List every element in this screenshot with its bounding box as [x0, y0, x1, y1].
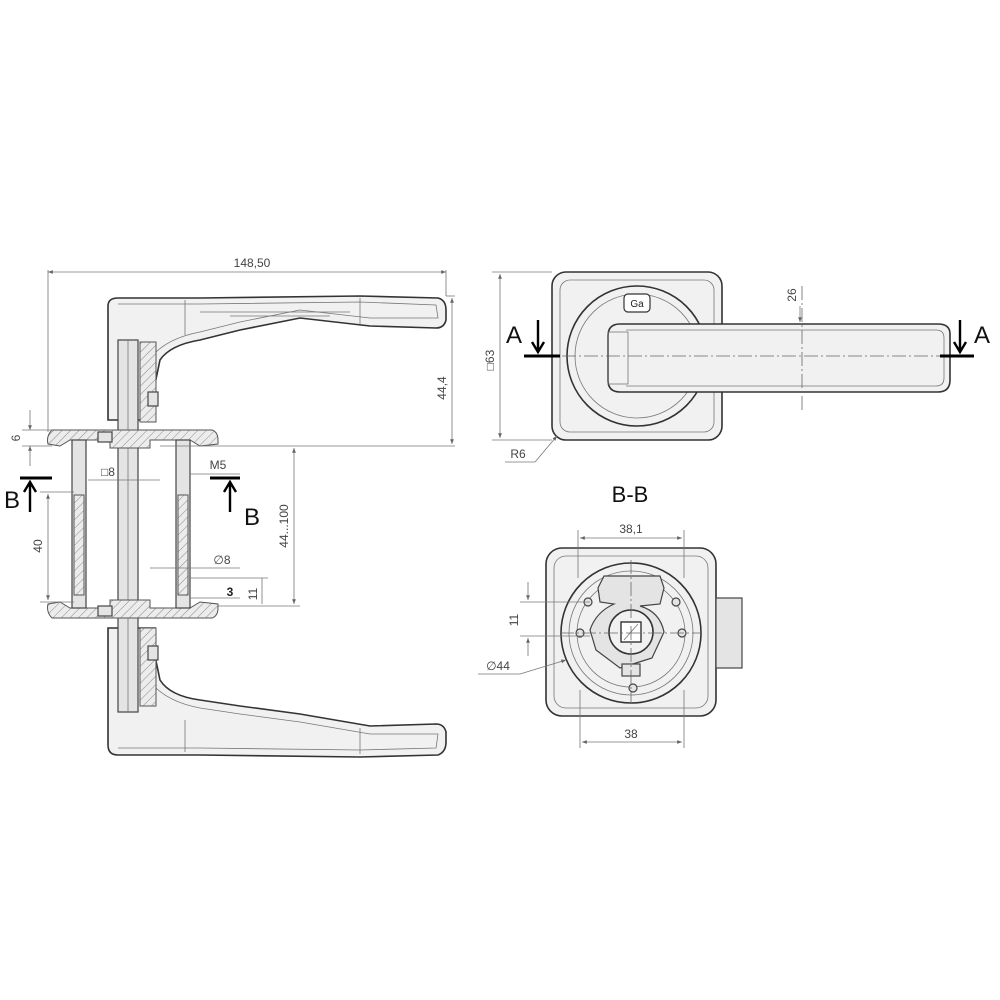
dim-bottom-width: 38	[624, 727, 638, 741]
dim-rose-size: □63	[483, 349, 497, 370]
dim-diameter: ∅44	[486, 659, 510, 673]
dim-rose-thickness: 6	[9, 434, 23, 441]
section-title: B-B	[612, 482, 649, 507]
upper-lever	[107, 295, 447, 421]
svg-text:B: B	[244, 504, 260, 531]
dim-overall-width: 148,50	[234, 256, 271, 270]
dim-spindle: □8	[101, 465, 115, 479]
section-view: B-B 38,1 38 11 ∅44	[478, 482, 743, 748]
dim-top-width: 38,1	[619, 522, 643, 536]
dim-screw-thread: M5	[210, 458, 227, 472]
svg-text:B: B	[4, 487, 20, 514]
svg-text:A: A	[506, 322, 522, 349]
logo-badge	[623, 293, 651, 313]
upper-neck-section	[139, 341, 157, 423]
lever-bar	[607, 323, 951, 393]
dim-corner-radius: R6	[510, 447, 526, 461]
dim-screw-spacing: 40	[31, 539, 45, 553]
logo-text: Ga	[630, 299, 644, 310]
section-mark-b-left: B	[4, 476, 52, 514]
lower-lever	[107, 627, 447, 758]
dim-bolt-offset: 11	[246, 587, 260, 600]
lower-rose	[47, 599, 219, 619]
lower-neck-section	[139, 627, 157, 707]
svg-text:A: A	[974, 322, 990, 349]
dim-bolt-number: 3	[227, 585, 234, 599]
dim-bolt-diameter: ∅8	[213, 553, 230, 567]
dim-lever-height: 44,4	[435, 376, 449, 400]
dim-door-thickness: 44...100	[277, 504, 291, 548]
section-mark-b-right: B	[210, 476, 260, 531]
dim-lever-diameter: 26	[785, 288, 799, 302]
dim-left-offset: 11	[507, 613, 521, 626]
upper-rose	[47, 429, 219, 449]
section-mark-a-left: A	[506, 320, 560, 358]
front-view: Ga □63 26 R6 A A	[483, 271, 990, 463]
side-view: 148,50 44,4 6 □8 M5 40 44...100 ∅8 3 11	[4, 256, 455, 758]
section-side-tab	[715, 597, 743, 669]
section-mark-a-right: A	[940, 320, 990, 358]
